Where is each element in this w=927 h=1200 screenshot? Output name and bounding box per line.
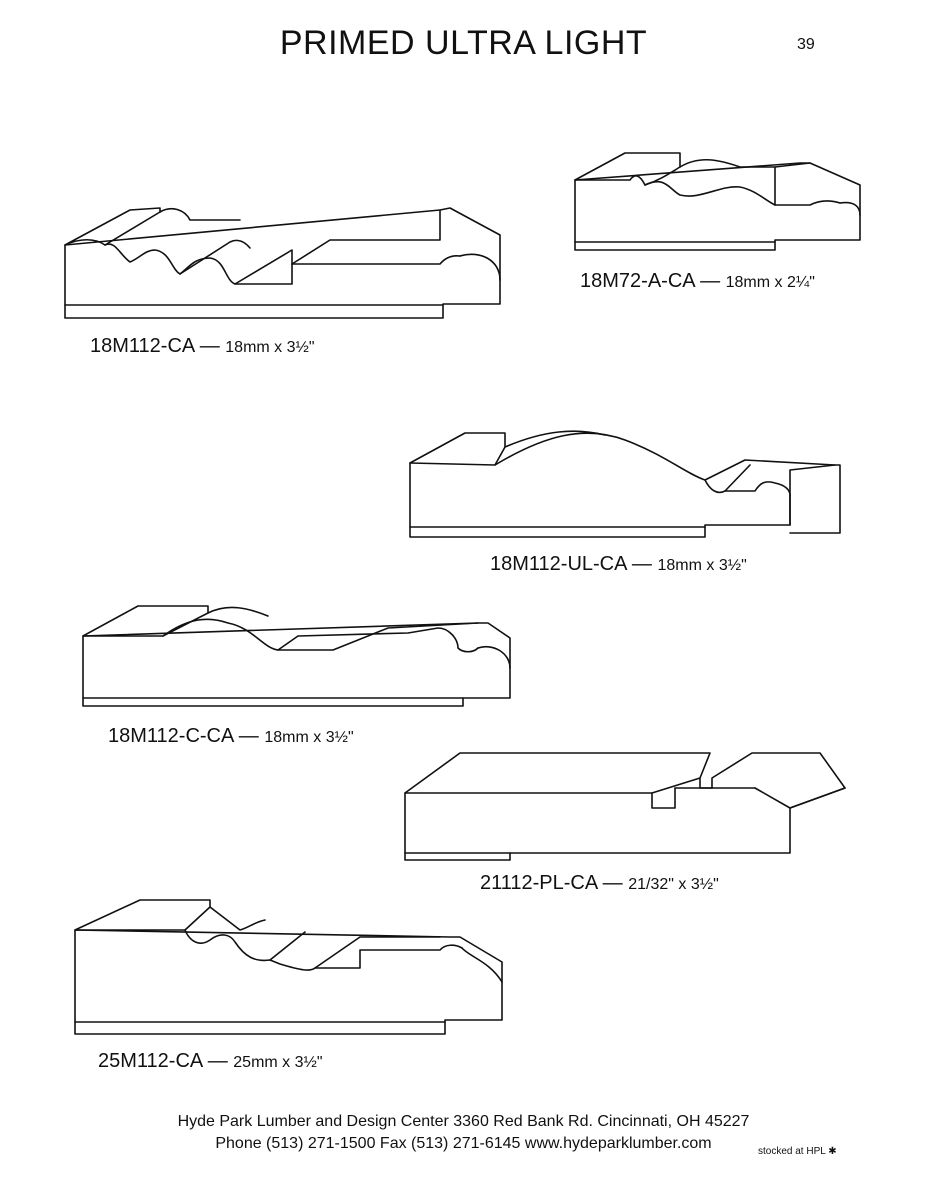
profile-size: 18mm x 3½" (225, 339, 315, 356)
page-number: 39 (797, 36, 815, 53)
profile-size: 25mm x 3½" (233, 1054, 323, 1071)
profile-label-21112-pl-ca: 21112-PL-CA — 21/32" x 3½" (480, 872, 719, 894)
profile-code: 25M112-CA (98, 1050, 203, 1072)
profile-code: 18M112-UL-CA (490, 553, 627, 575)
profile-drawing-25m112-ca (74, 899, 503, 1035)
profile-label-18m112-ul-ca: 18M112-UL-CA — 18mm x 3½" (490, 553, 747, 575)
stock-note: stocked at HPL ✱ (758, 1146, 837, 1157)
profile-label-18m112-c-ca: 18M112-C-CA — 18mm x 3½" (108, 725, 354, 747)
profile-drawing-21112-pl-ca (404, 752, 846, 861)
profile-size: 18mm x 3½" (264, 729, 354, 746)
footer-address: Hyde Park Lumber and Design Center 3360 … (177, 1113, 750, 1130)
profile-drawing-18m112-ul-ca (409, 430, 841, 538)
profile-drawing-18m112-ca (64, 207, 501, 319)
profile-code: 18M112-CA (90, 335, 195, 357)
profile-label-18m112-ca: 18M112-CA — 18mm x 3½" (90, 335, 315, 357)
profile-size: 18mm x 3½" (657, 557, 747, 574)
profile-size: 18mm x 2¼" (725, 274, 815, 291)
profile-size: 21/32" x 3½" (628, 876, 719, 893)
page-title: PRIMED ULTRA LIGHT (279, 24, 648, 62)
profile-code: 18M72-A-CA (580, 270, 695, 292)
profile-label-25m112-ca: 25M112-CA — 25mm x 3½" (98, 1050, 323, 1072)
footer-contact: Phone (513) 271-1500 Fax (513) 271-6145 … (215, 1135, 712, 1152)
profile-code: 18M112-C-CA (108, 725, 234, 747)
profile-drawing-18m112-c-ca (82, 605, 511, 707)
profile-label-18m72-a-ca: 18M72-A-CA — 18mm x 2¼" (580, 270, 815, 292)
profile-drawing-18m72-a-ca (574, 152, 861, 251)
profile-code: 21112-PL-CA (480, 872, 598, 894)
